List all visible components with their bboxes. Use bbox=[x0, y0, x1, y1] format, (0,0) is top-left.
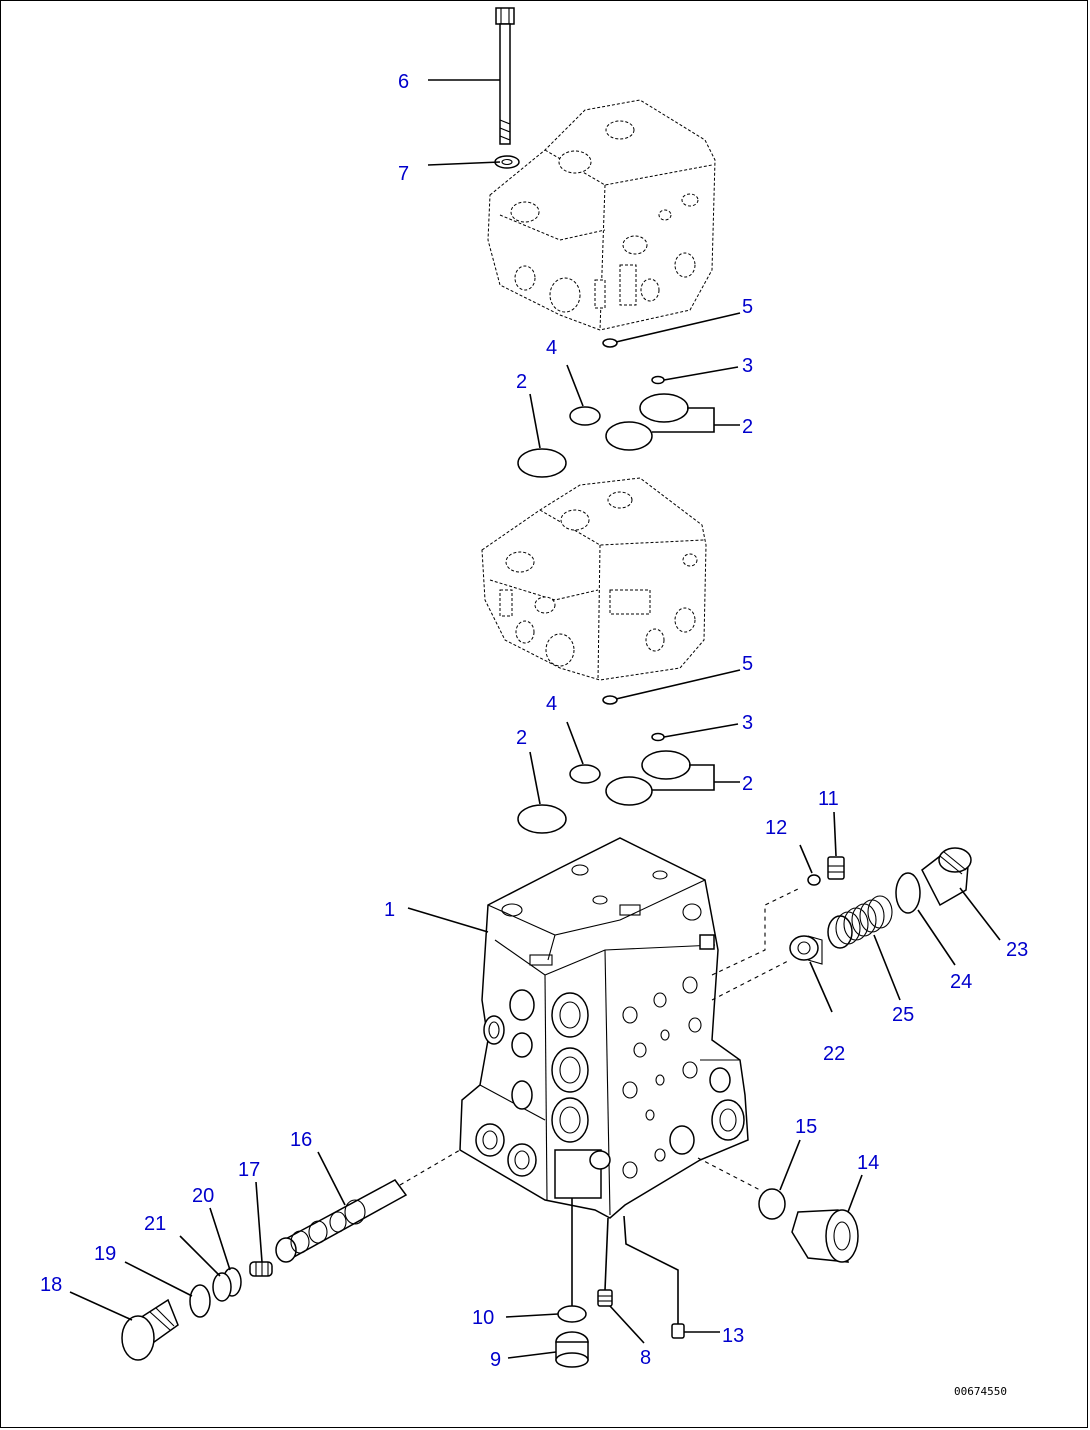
callout-16: 16 bbox=[290, 1129, 312, 1151]
part-17-spring bbox=[249, 1261, 273, 1277]
part-9-plug bbox=[555, 1331, 589, 1368]
part-25-spring bbox=[827, 895, 893, 949]
callout-15: 15 bbox=[795, 1116, 817, 1138]
part-6-bolt bbox=[495, 7, 515, 145]
part-12-oring bbox=[807, 874, 821, 886]
part-15-oring bbox=[758, 1188, 786, 1220]
part-7-washer bbox=[494, 155, 520, 169]
leader-lines bbox=[69, 79, 1001, 1359]
callout-5: 5 bbox=[742, 296, 753, 318]
callout-25: 25 bbox=[892, 1004, 914, 1026]
callout-4: 4 bbox=[546, 693, 557, 715]
callout-13: 13 bbox=[722, 1325, 744, 1347]
middle-valve-section-phantom bbox=[481, 477, 707, 681]
callout-3: 3 bbox=[742, 355, 753, 377]
callout-5: 5 bbox=[742, 653, 753, 675]
callout-22: 22 bbox=[823, 1043, 845, 1065]
callout-12: 12 bbox=[765, 817, 787, 839]
callout-24: 24 bbox=[950, 971, 972, 993]
upper-valve-section-phantom bbox=[487, 99, 716, 331]
callout-2: 2 bbox=[516, 371, 527, 393]
callout-20: 20 bbox=[192, 1185, 214, 1207]
orings-set-b bbox=[517, 695, 691, 834]
part-21-ring bbox=[212, 1272, 232, 1302]
part-11-plug bbox=[827, 856, 845, 880]
part-16-spool bbox=[275, 1179, 408, 1263]
callout-labels: 6 7 5 4 3 2 2 5 4 3 2 2 11 12 1 23 24 25… bbox=[40, 71, 1028, 1371]
orings-set-a bbox=[517, 338, 689, 478]
part-1-valve-body bbox=[459, 837, 749, 1219]
callout-2: 2 bbox=[742, 773, 753, 795]
callout-23: 23 bbox=[1006, 939, 1028, 961]
part-10-oring bbox=[557, 1305, 587, 1323]
callout-19: 19 bbox=[94, 1243, 116, 1265]
callout-11: 11 bbox=[818, 788, 839, 810]
callout-7: 7 bbox=[398, 163, 409, 185]
callout-21: 21 bbox=[144, 1213, 166, 1235]
callout-6: 6 bbox=[398, 71, 409, 93]
part-24-oring bbox=[895, 872, 921, 914]
callout-2: 2 bbox=[742, 416, 753, 438]
part-18-plug bbox=[121, 1298, 179, 1361]
callout-3: 3 bbox=[742, 712, 753, 734]
callout-9: 9 bbox=[490, 1349, 501, 1371]
part-8-plug bbox=[597, 1289, 613, 1307]
part-14-plug bbox=[791, 1209, 859, 1263]
callout-14: 14 bbox=[857, 1152, 879, 1174]
callout-2: 2 bbox=[516, 727, 527, 749]
callout-4: 4 bbox=[546, 337, 557, 359]
part-22-seat bbox=[789, 935, 823, 965]
callout-10: 10 bbox=[472, 1307, 494, 1329]
callout-18: 18 bbox=[40, 1274, 62, 1296]
assembly-dashed-lines bbox=[399, 887, 801, 1191]
part-23-plug bbox=[921, 847, 972, 907]
callout-17: 17 bbox=[238, 1159, 260, 1181]
part-13-plug bbox=[671, 1323, 685, 1339]
callout-1: 1 bbox=[384, 899, 395, 921]
drawing-code: 00674550 bbox=[954, 1385, 1007, 1398]
callout-8: 8 bbox=[640, 1347, 651, 1369]
part-19-oring bbox=[189, 1284, 211, 1318]
